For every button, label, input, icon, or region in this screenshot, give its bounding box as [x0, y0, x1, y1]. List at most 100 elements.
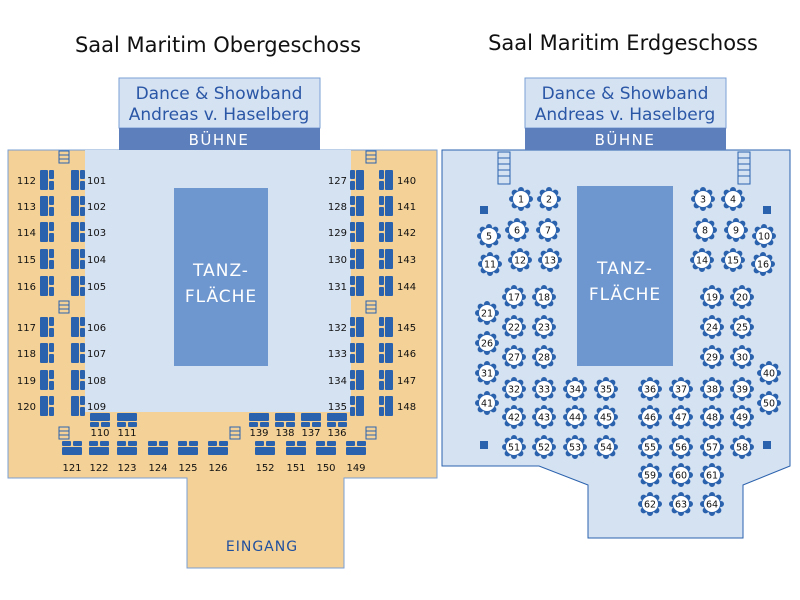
box-seat-group[interactable]	[71, 396, 85, 416]
round-table[interactable]: 13	[538, 248, 562, 272]
round-table[interactable]: 34	[563, 377, 587, 401]
round-table[interactable]: 31	[475, 361, 499, 385]
round-table[interactable]: 51	[502, 435, 526, 459]
round-table[interactable]: 8	[693, 218, 717, 242]
round-table[interactable]: 2	[537, 187, 561, 211]
box-seat-group[interactable]	[379, 249, 393, 269]
round-table[interactable]: 60	[669, 463, 693, 487]
box-seat-group[interactable]	[255, 441, 275, 455]
round-table[interactable]: 58	[730, 435, 754, 459]
round-table[interactable]: 21	[475, 301, 499, 325]
round-table[interactable]: 40	[757, 361, 781, 385]
box-seat-group[interactable]	[379, 370, 393, 390]
round-table[interactable]: 4	[721, 187, 745, 211]
box-seat-group[interactable]	[117, 413, 137, 427]
round-table[interactable]: 24	[700, 315, 724, 339]
round-table[interactable]: 29	[700, 345, 724, 369]
round-table[interactable]: 16	[751, 252, 775, 276]
round-table[interactable]: 41	[475, 391, 499, 415]
box-seat-group[interactable]	[350, 317, 364, 337]
round-table[interactable]: 11	[478, 252, 502, 276]
box-seat-group[interactable]	[40, 396, 54, 416]
box-seat-group[interactable]	[71, 196, 85, 216]
box-seat-group[interactable]	[350, 343, 364, 363]
round-table[interactable]: 7	[536, 218, 560, 242]
round-table[interactable]: 52	[532, 435, 556, 459]
box-seat-group[interactable]	[40, 170, 54, 190]
box-seat-group[interactable]	[249, 413, 269, 427]
round-table[interactable]: 38	[700, 377, 724, 401]
round-table[interactable]: 55	[638, 435, 662, 459]
round-table[interactable]: 19	[700, 285, 724, 309]
round-table[interactable]: 25	[730, 315, 754, 339]
round-table[interactable]: 36	[638, 377, 662, 401]
box-seat-group[interactable]	[275, 413, 295, 427]
box-seat-group[interactable]	[286, 441, 306, 455]
round-table[interactable]: 47	[669, 405, 693, 429]
round-table[interactable]: 63	[669, 492, 693, 516]
round-table[interactable]: 49	[730, 405, 754, 429]
box-seat-group[interactable]	[350, 276, 364, 296]
round-table[interactable]: 50	[757, 391, 781, 415]
box-seat-group[interactable]	[71, 370, 85, 390]
box-seat-group[interactable]	[379, 317, 393, 337]
round-table[interactable]: 14	[690, 248, 714, 272]
box-seat-group[interactable]	[379, 196, 393, 216]
round-table[interactable]: 17	[502, 285, 526, 309]
box-seat-group[interactable]	[350, 396, 364, 416]
round-table[interactable]: 10	[752, 224, 776, 248]
round-table[interactable]: 18	[532, 285, 556, 309]
box-seat-group[interactable]	[379, 396, 393, 416]
round-table[interactable]: 30	[730, 345, 754, 369]
round-table[interactable]: 22	[502, 315, 526, 339]
round-table[interactable]: 26	[475, 331, 499, 355]
box-seat-group[interactable]	[40, 343, 54, 363]
box-seat-group[interactable]	[40, 196, 54, 216]
box-seat-group[interactable]	[379, 170, 393, 190]
round-table[interactable]: 61	[700, 463, 724, 487]
round-table[interactable]: 1	[509, 187, 533, 211]
round-table[interactable]: 27	[502, 345, 526, 369]
box-seat-group[interactable]	[346, 441, 366, 455]
box-seat-group[interactable]	[327, 413, 347, 427]
round-table[interactable]: 44	[563, 405, 587, 429]
round-table[interactable]: 39	[730, 377, 754, 401]
round-table[interactable]: 5	[477, 224, 501, 248]
round-table[interactable]: 54	[594, 435, 618, 459]
round-table[interactable]: 43	[532, 405, 556, 429]
round-table[interactable]: 59	[638, 463, 662, 487]
box-seat-group[interactable]	[301, 413, 321, 427]
box-seat-group[interactable]	[350, 249, 364, 269]
round-table[interactable]: 9	[724, 218, 748, 242]
box-seat-group[interactable]	[350, 222, 364, 242]
round-table[interactable]: 56	[669, 435, 693, 459]
box-seat-group[interactable]	[40, 276, 54, 296]
box-seat-group[interactable]	[148, 441, 168, 455]
round-table[interactable]: 53	[563, 435, 587, 459]
round-table[interactable]: 15	[721, 248, 745, 272]
round-table[interactable]: 62	[638, 492, 662, 516]
box-seat-group[interactable]	[71, 343, 85, 363]
box-seat-group[interactable]	[62, 441, 82, 455]
round-table[interactable]: 48	[700, 405, 724, 429]
box-seat-group[interactable]	[90, 413, 110, 427]
box-seat-group[interactable]	[178, 441, 198, 455]
round-table[interactable]: 45	[594, 405, 618, 429]
box-seat-group[interactable]	[208, 441, 228, 455]
box-seat-group[interactable]	[71, 170, 85, 190]
box-seat-group[interactable]	[71, 222, 85, 242]
box-seat-group[interactable]	[71, 317, 85, 337]
round-table[interactable]: 32	[502, 377, 526, 401]
round-table[interactable]: 42	[502, 405, 526, 429]
box-seat-group[interactable]	[89, 441, 109, 455]
box-seat-group[interactable]	[40, 317, 54, 337]
box-seat-group[interactable]	[40, 249, 54, 269]
round-table[interactable]: 28	[532, 345, 556, 369]
round-table[interactable]: 35	[594, 377, 618, 401]
box-seat-group[interactable]	[350, 196, 364, 216]
round-table[interactable]: 33	[532, 377, 556, 401]
box-seat-group[interactable]	[379, 343, 393, 363]
box-seat-group[interactable]	[117, 441, 137, 455]
box-seat-group[interactable]	[379, 276, 393, 296]
box-seat-group[interactable]	[40, 222, 54, 242]
